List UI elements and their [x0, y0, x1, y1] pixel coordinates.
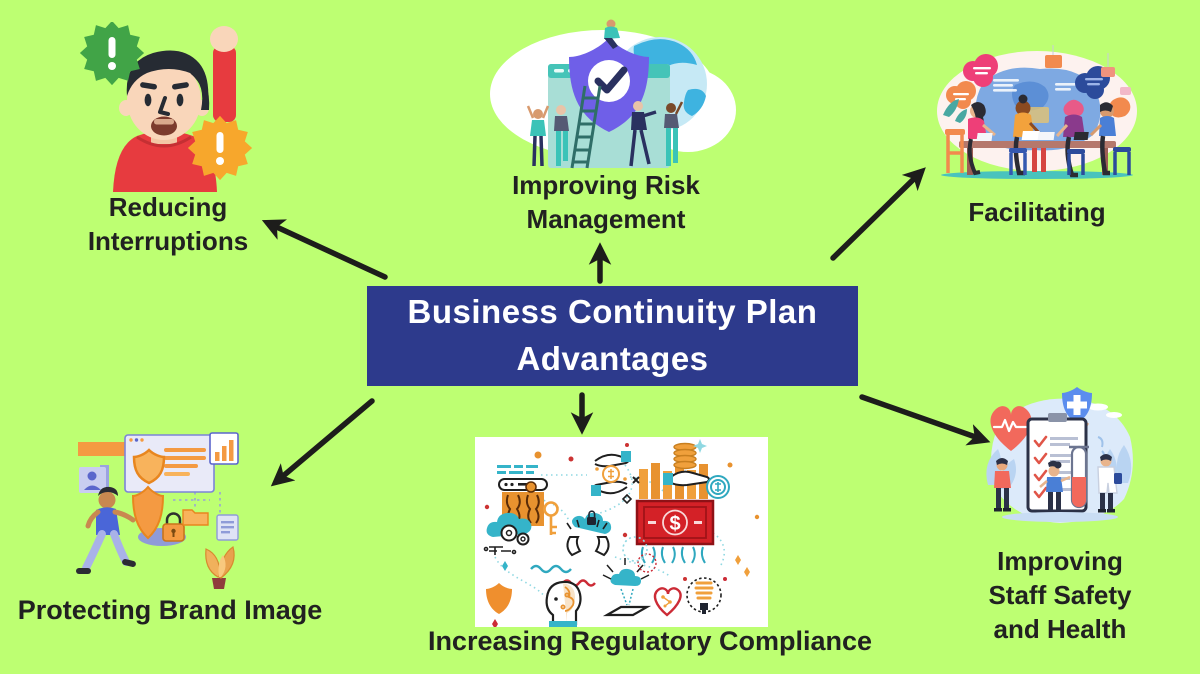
central-topic-box: Business Continuity Plan Advantages — [367, 286, 858, 386]
arrow-to-facilitating — [830, 167, 926, 261]
shield-check-globe-team-illustration — [488, 18, 738, 173]
test-tube-icon — [1069, 445, 1089, 509]
folder-icon — [182, 509, 209, 526]
teal-coin-icon — [706, 475, 730, 499]
label-reducing-interruptions: Reducing Interruptions — [87, 192, 249, 256]
label-increasing-regulatory-compliance: Increasing Regulatory Compliance — [427, 626, 873, 656]
photo-icon — [79, 465, 109, 493]
plant-icon — [205, 546, 235, 589]
person-left — [994, 458, 1011, 512]
ladder-icon — [570, 85, 602, 169]
person-4 — [1073, 102, 1131, 176]
document-icon — [216, 514, 239, 541]
walking-man-shield-lock-illustration — [60, 430, 245, 590]
cloud-gears-icon — [483, 512, 532, 555]
shield-filled-icon — [131, 485, 165, 540]
label-protecting-brand-image: Protecting Brand Image — [17, 595, 323, 625]
thought-bubble-navy-icon — [1075, 66, 1110, 99]
heart-ecg-icon — [990, 406, 1032, 451]
tablet-hologram-icon — [602, 558, 652, 617]
shield-icon — [486, 583, 512, 614]
label-improving-staff-safety: Improving Staff Safety and Health — [988, 546, 1132, 644]
team-meeting-table-illustration — [935, 45, 1140, 180]
head-circuit-icon — [545, 580, 582, 627]
central-topic-line2: Advantages — [516, 340, 709, 377]
banner-orange — [78, 442, 131, 456]
label-improving-risk-management: Improving Risk Management — [512, 170, 700, 234]
health-checklist-heart-illustration — [980, 385, 1140, 535]
thought-bubble-orange-icon — [946, 81, 976, 109]
hands-lock-cloud-icon — [566, 510, 612, 557]
warning-badge-green-icon — [79, 22, 145, 86]
central-topic-line1: Business Continuity Plan — [407, 293, 818, 331]
warning-badge-orange-icon — [187, 115, 253, 181]
svg-text:$: $ — [669, 513, 680, 535]
person-center — [1039, 460, 1071, 512]
hands-exchange-icon — [591, 451, 640, 505]
cfl-bulb-icon — [686, 577, 727, 614]
coins-hand-icon — [663, 439, 710, 487]
arrow-to-protecting-brand-image — [270, 398, 375, 487]
compliance-money-lineart-illustration: $ — [475, 437, 768, 627]
frustrated-man-warning-illustration — [75, 22, 265, 192]
team-figures-icon — [526, 101, 684, 167]
person-1 — [945, 102, 996, 176]
key-icon — [543, 501, 559, 535]
frustrated-man-icon — [79, 22, 253, 192]
money-bill-icon: $ — [635, 463, 715, 564]
person-3 — [1037, 99, 1085, 178]
shield-outline-icon — [132, 448, 166, 485]
person-on-shield-icon — [604, 19, 620, 49]
arrow-to-improving-staff-safety — [859, 394, 991, 446]
ground-strip — [941, 171, 1133, 179]
person-2 — [1009, 94, 1043, 176]
doctor-figure — [1097, 454, 1122, 513]
label-facilitating: Facilitating — [968, 197, 1106, 227]
thought-bubble-pink-icon — [963, 54, 998, 87]
padlock-icon — [162, 512, 185, 542]
circuit-heart-icon — [653, 587, 682, 617]
bar-chart-icon — [209, 432, 239, 465]
walking-person-icon — [76, 486, 136, 574]
